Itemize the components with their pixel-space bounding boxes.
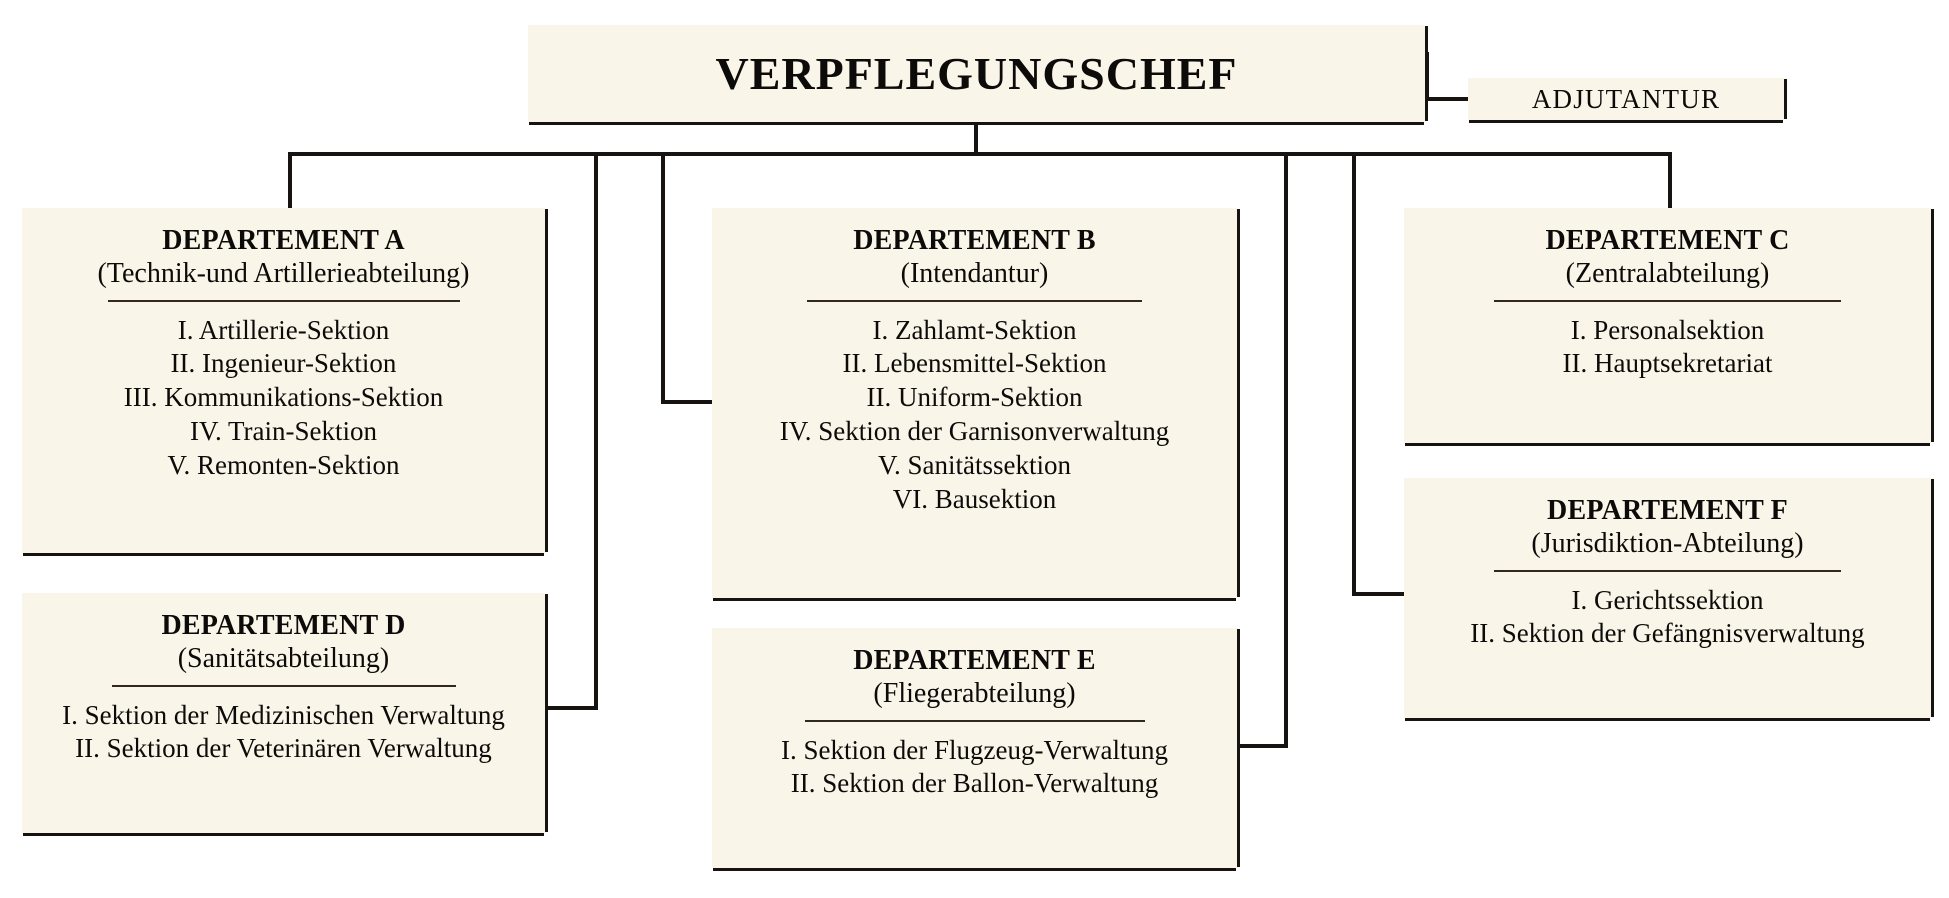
section-item: I. Artillerie-Sektion	[177, 314, 390, 345]
section-item: II. Ingenieur-Sektion	[170, 348, 397, 379]
section-item: I. Sektion der Flugzeug-Verwaltung	[781, 734, 1168, 765]
department-f-divider	[1494, 569, 1841, 572]
department-e-title: DEPARTEMENT E	[853, 645, 1096, 676]
section-item: II. Hauptsekretariat	[1562, 348, 1773, 379]
connector-root-to-adjutantur-horizontal	[1425, 97, 1470, 101]
section-item: II. Sektion der Ballon-Verwaltung	[790, 768, 1159, 799]
connector-bus-to-dept-b-horizontal	[661, 400, 716, 404]
connector-bus-to-dept-f-horizontal	[1352, 592, 1408, 596]
department-d-subtitle: (Sanitätsabteilung)	[177, 642, 390, 674]
department-b-divider	[807, 299, 1142, 302]
connector-bus-to-dept-d-vertical	[594, 152, 598, 710]
section-item: V. Remonten-Sektion	[167, 450, 400, 480]
root-node-verpflegungschef[interactable]: VERPFLEGUNGSCHEF	[528, 25, 1425, 122]
department-c-divider	[1494, 299, 1841, 302]
department-node-a[interactable]: DEPARTEMENT A (Technik-und Artillerieabt…	[22, 208, 545, 553]
section-item: II. Uniform-Sektion	[866, 382, 1083, 413]
department-c-subtitle: (Zentralabteilung)	[1565, 257, 1770, 289]
section-item: II. Sektion der Gefängnisverwaltung	[1470, 618, 1865, 649]
department-node-c[interactable]: DEPARTEMENT C (Zentralabteilung) I. Pers…	[1404, 208, 1931, 443]
connector-bus-to-dept-a	[288, 152, 292, 210]
connector-bus-to-dept-f-vertical	[1352, 152, 1356, 596]
department-a-title: DEPARTEMENT A	[162, 225, 405, 256]
department-d-title: DEPARTEMENT D	[161, 610, 406, 641]
department-b-title: DEPARTEMENT B	[853, 225, 1096, 256]
connector-bus-to-dept-e-horizontal	[1233, 744, 1288, 748]
department-f-title: DEPARTEMENT F	[1547, 495, 1788, 526]
root-node-label: VERPFLEGUNGSCHEF	[715, 48, 1238, 99]
adjutantur-label: ADJUTANTUR	[1531, 83, 1721, 114]
section-item: I. Zahlamt-Sektion	[872, 314, 1077, 345]
section-item: I. Sektion der Medizinischen Verwaltung	[62, 699, 505, 730]
connector-bus-to-dept-b-vertical	[661, 152, 665, 404]
section-item: VI. Bausektion	[892, 483, 1057, 514]
department-e-divider	[804, 719, 1145, 722]
department-d-divider	[111, 684, 456, 687]
department-c-title: DEPARTEMENT C	[1545, 225, 1790, 256]
section-item: I. Gerichtssektion	[1571, 584, 1764, 615]
connector-bus-to-dept-c	[1668, 152, 1672, 210]
section-item: II. Sektion der Veterinären Verwaltung	[75, 733, 492, 764]
department-e-subtitle: (Fliegerabteilung)	[873, 677, 1076, 709]
section-item: III. Kommunikations-Sektion	[123, 382, 444, 413]
connector-main-bus	[288, 152, 1672, 156]
connector-bus-to-dept-e-vertical	[1284, 152, 1288, 748]
section-item: II. Lebensmittel-Sektion	[842, 348, 1107, 379]
section-item: V. Sanitätssektion	[877, 450, 1071, 480]
section-item: I. Personalsektion	[1570, 314, 1765, 345]
department-node-d[interactable]: DEPARTEMENT D (Sanitätsabteilung) I. Sek…	[22, 593, 545, 833]
section-item: IV. Sektion der Garnisonverwaltung	[779, 416, 1170, 447]
connector-root-to-adjutantur-vertical	[1425, 52, 1429, 100]
department-node-f[interactable]: DEPARTEMENT F (Jurisdiktion-Abteilung) I…	[1404, 478, 1931, 718]
section-item: IV. Train-Sektion	[189, 416, 378, 447]
node-adjutantur[interactable]: ADJUTANTUR	[1468, 78, 1784, 120]
department-a-divider	[107, 299, 460, 302]
connector-root-drop	[974, 119, 978, 155]
connector-bus-to-dept-d-horizontal	[541, 706, 598, 710]
department-a-subtitle: (Technik-und Artillerieabteilung)	[97, 257, 470, 289]
department-node-b[interactable]: DEPARTEMENT B (Intendantur) I. Zahlamt-S…	[712, 208, 1237, 598]
department-b-subtitle: (Intendantur)	[900, 257, 1049, 289]
department-f-subtitle: (Jurisdiktion-Abteilung)	[1531, 527, 1804, 559]
department-node-e[interactable]: DEPARTEMENT E (Fliegerabteilung) I. Sekt…	[712, 628, 1237, 868]
